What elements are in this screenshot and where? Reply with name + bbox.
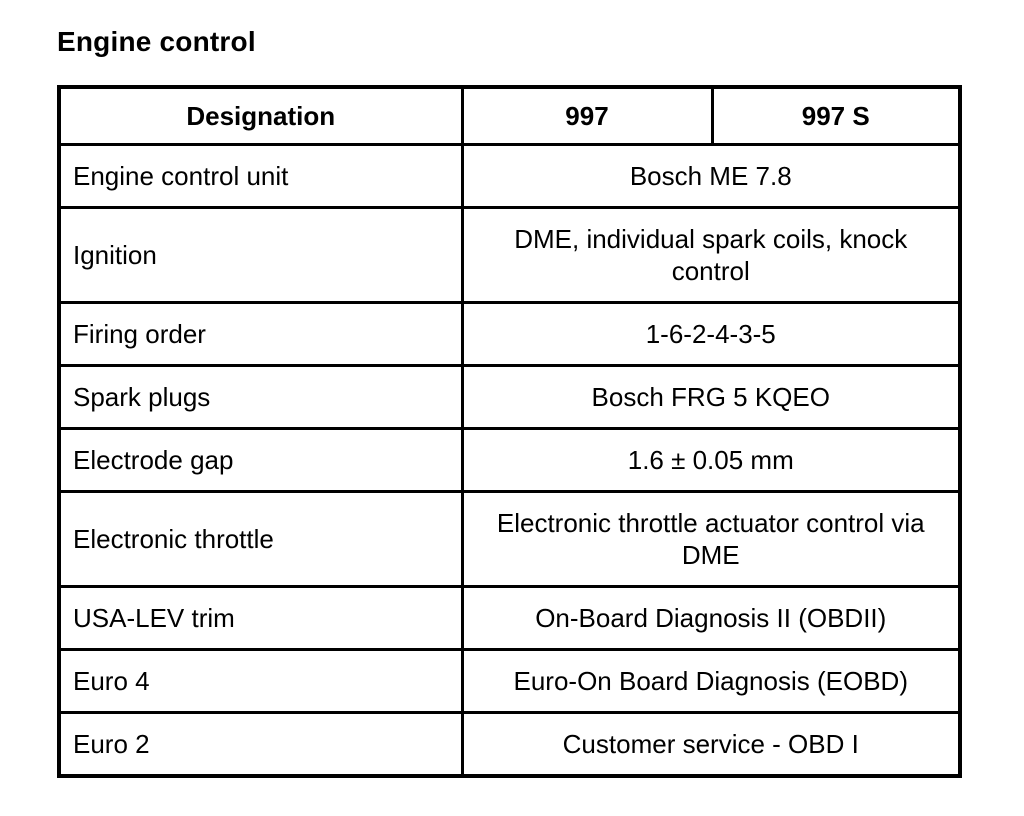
page-title: Engine control [57,26,256,57]
engine-control-table: Designation 997 997 S Engine control uni… [57,85,962,778]
row-label-firing-order: Firing order [57,301,464,367]
row-value-ignition: DME, individual spark coils, knock contr… [460,206,962,304]
row-label-spark-plugs: Spark plugs [57,364,464,430]
header-designation: Designation [57,85,464,146]
header-997: 997 [460,85,714,146]
row-value-euro-2: Customer service - OBD I [460,711,962,778]
row-value-engine-control-unit: Bosch ME 7.8 [460,143,962,209]
table-row: Electrode gap 1.6 ± 0.05 mm [57,427,962,493]
row-value-usa-lev-trim: On-Board Diagnosis II (OBDII) [460,585,962,651]
table-row: Euro 4 Euro-On Board Diagnosis (EOBD) [57,648,962,714]
row-label-euro-2: Euro 2 [57,711,464,778]
row-label-electronic-throttle: Electronic throttle [57,490,464,588]
table-row: Euro 2 Customer service - OBD I [57,711,962,778]
row-label-euro-4: Euro 4 [57,648,464,714]
table-row: Ignition DME, individual spark coils, kn… [57,206,962,304]
row-value-euro-4: Euro-On Board Diagnosis (EOBD) [460,648,962,714]
row-label-ignition: Ignition [57,206,464,304]
row-label-electrode-gap: Electrode gap [57,427,464,493]
row-value-spark-plugs: Bosch FRG 5 KQEO [460,364,962,430]
row-value-electronic-throttle: Electronic throttle actuator control via… [460,490,962,588]
table-header-row: Designation 997 997 S [57,85,962,146]
row-label-engine-control-unit: Engine control unit [57,143,464,209]
table-row: Electronic throttle Electronic throttle … [57,490,962,588]
table-row: USA-LEV trim On-Board Diagnosis II (OBDI… [57,585,962,651]
table-row: Spark plugs Bosch FRG 5 KQEO [57,364,962,430]
table-row: Engine control unit Bosch ME 7.8 [57,143,962,209]
row-value-firing-order: 1-6-2-4-3-5 [460,301,962,367]
row-value-electrode-gap: 1.6 ± 0.05 mm [460,427,962,493]
table-row: Firing order 1-6-2-4-3-5 [57,301,962,367]
row-label-usa-lev-trim: USA-LEV trim [57,585,464,651]
header-997s: 997 S [710,85,962,146]
